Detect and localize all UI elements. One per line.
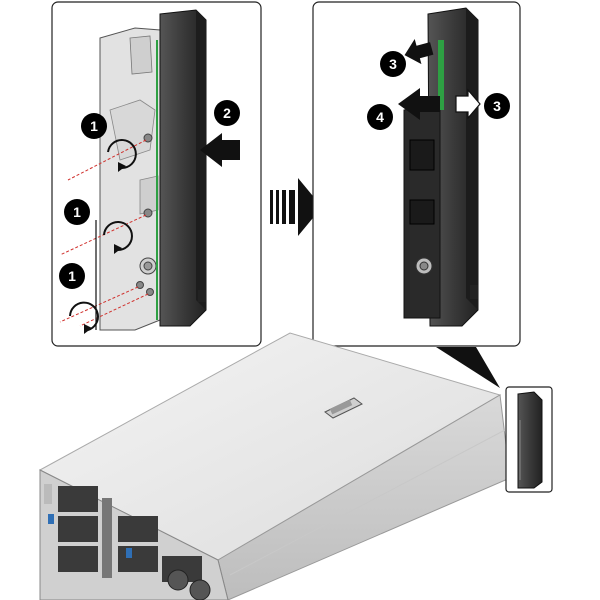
svg-text:1: 1: [68, 268, 76, 284]
mounting-bracket-plate: [99, 27, 161, 331]
step-marker-1b: 1: [64, 199, 90, 225]
right-callout-panel: 3 4 3: [312, 1, 521, 347]
server-chassis: [38, 332, 511, 600]
next-step-arrow-icon: [270, 178, 322, 236]
step-marker-1a: 1: [81, 113, 107, 139]
callout-pointer: [436, 347, 500, 388]
ear-highlight-box: [505, 386, 553, 493]
svg-text:2: 2: [223, 105, 231, 121]
pull-out-arrow-icon: [398, 88, 440, 120]
svg-text:3: 3: [389, 56, 397, 72]
svg-text:1: 1: [73, 204, 81, 220]
svg-text:3: 3: [493, 98, 501, 114]
server-ear-right-view: [403, 7, 479, 327]
pry-right-arrow-icon: [455, 88, 481, 120]
pry-left-arrow-icon: [404, 38, 434, 65]
lid-latch: [324, 397, 363, 419]
step-marker-2: 2: [214, 100, 240, 126]
push-arrow-icon: [200, 133, 240, 167]
step-marker-3b: 3: [484, 93, 510, 119]
server-ear-left-view: [156, 9, 207, 327]
svg-text:4: 4: [376, 109, 384, 125]
step-marker-4: 4: [367, 104, 393, 130]
left-callout-panel: 1 1 1 2: [51, 1, 262, 347]
front-drive-bays: [44, 484, 211, 600]
screw-removal-indicators: [59, 139, 149, 334]
step-marker-3a: 3: [380, 51, 406, 77]
step-marker-1c: 1: [59, 263, 85, 289]
svg-text:1: 1: [90, 118, 98, 134]
